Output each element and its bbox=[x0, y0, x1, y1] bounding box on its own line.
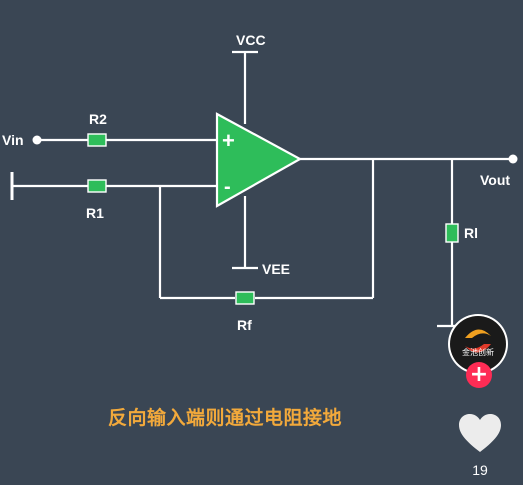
resistor-rf bbox=[235, 291, 255, 305]
label-rl: Rl bbox=[464, 225, 478, 241]
heart-icon bbox=[459, 414, 501, 452]
resistor-r2 bbox=[87, 133, 107, 147]
resistor-rl bbox=[445, 223, 459, 243]
label-vin: Vin bbox=[2, 132, 24, 148]
vout-terminal bbox=[508, 154, 518, 164]
like-button[interactable] bbox=[457, 412, 503, 454]
follow-plus-icon[interactable]: + bbox=[466, 362, 492, 388]
wires bbox=[10, 50, 513, 328]
avatar-logo: 金池创新 bbox=[450, 316, 506, 372]
label-vcc: VCC bbox=[236, 32, 266, 48]
label-vout: Vout bbox=[480, 172, 510, 188]
creator-avatar[interactable]: 金池创新 bbox=[448, 314, 508, 374]
like-count: 19 bbox=[472, 462, 488, 478]
label-plus-input: + bbox=[222, 128, 235, 153]
label-r2: R2 bbox=[89, 111, 107, 127]
vin-terminal bbox=[32, 135, 42, 145]
label-r1: R1 bbox=[86, 205, 104, 221]
label-rf: Rf bbox=[237, 317, 252, 333]
resistor-r1 bbox=[87, 179, 107, 193]
label-vee: VEE bbox=[262, 261, 290, 277]
label-minus-input: - bbox=[224, 176, 231, 198]
op-amp-triangle bbox=[215, 112, 303, 208]
subtitle-caption: 反向输入端则通过电阻接地 bbox=[108, 407, 343, 429]
avatar-text: 金池创新 bbox=[462, 347, 494, 357]
